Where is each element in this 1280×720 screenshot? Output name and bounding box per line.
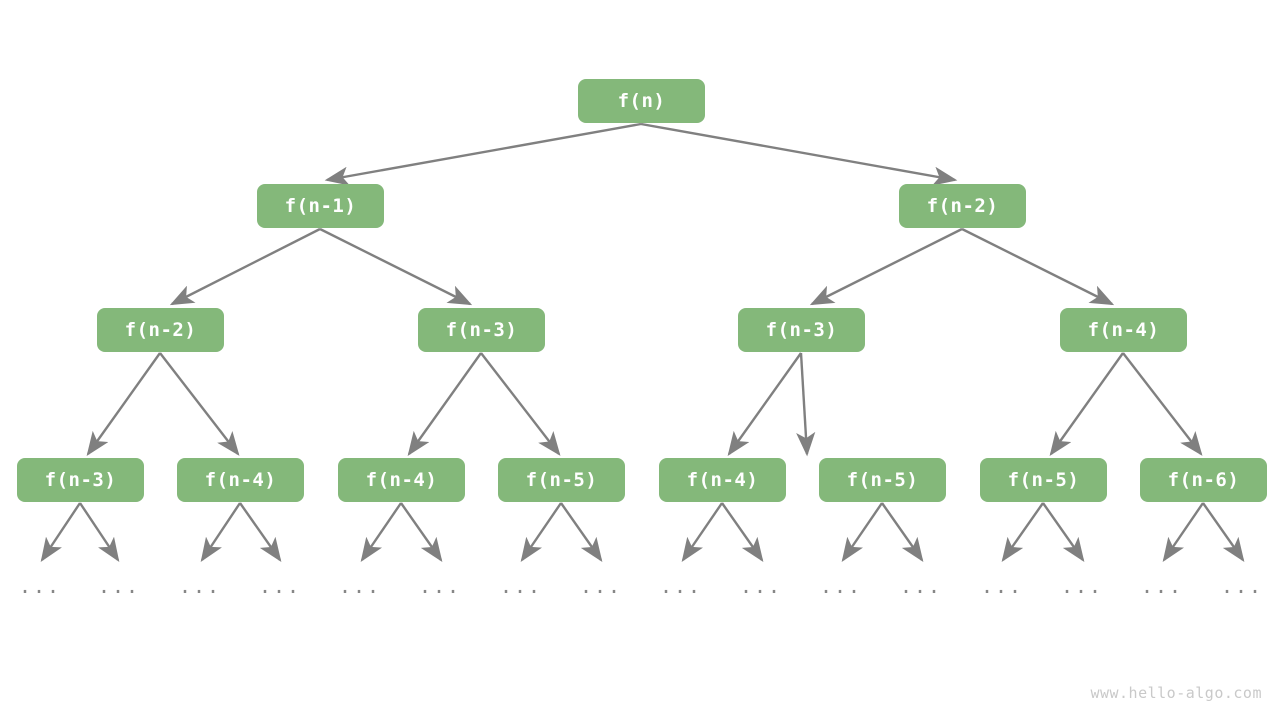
tree-edge — [159, 352, 240, 456]
tree-edge — [809, 227, 963, 306]
ellipsis-marker: ... — [1220, 574, 1264, 598]
ellipsis-marker: ... — [819, 574, 863, 598]
ellipsis-marker: ... — [258, 574, 302, 598]
ellipsis-marker: ... — [18, 574, 62, 598]
tree-node: f(n-3) — [17, 458, 144, 502]
tree-edge — [407, 352, 482, 456]
tree-edge — [1001, 502, 1044, 562]
ellipsis-marker: ... — [659, 574, 703, 598]
tree-edge — [40, 502, 81, 562]
tree-edge — [324, 122, 642, 186]
ellipsis-marker: ... — [499, 574, 543, 598]
ellipsis-marker: ... — [980, 574, 1024, 598]
tree-node: f(n-3) — [738, 308, 865, 352]
tree-edge — [796, 352, 816, 457]
ellipsis-marker: ... — [579, 574, 623, 598]
ellipsis-marker: ... — [1140, 574, 1184, 598]
tree-edge — [1122, 352, 1203, 456]
tree-node: f(n-2) — [899, 184, 1026, 228]
ellipsis-marker: ... — [418, 574, 462, 598]
tree-edge — [1202, 502, 1245, 562]
tree-edge — [681, 502, 723, 562]
tree-edge — [727, 352, 802, 456]
tree-node: f(n-1) — [257, 184, 384, 228]
tree-edge — [360, 502, 402, 562]
tree-edge — [319, 227, 473, 306]
tree-edge — [79, 502, 120, 562]
ellipsis-marker: ... — [97, 574, 141, 598]
tree-edge — [86, 352, 161, 456]
ellipsis-marker: ... — [1060, 574, 1104, 598]
tree-node: f(n-2) — [97, 308, 224, 352]
tree-edge — [1042, 502, 1085, 562]
tree-edge — [560, 502, 603, 562]
ellipsis-marker: ... — [739, 574, 783, 598]
tree-node: f(n-4) — [659, 458, 786, 502]
ellipsis-marker: ... — [338, 574, 382, 598]
tree-node: f(n-4) — [338, 458, 465, 502]
tree-edge — [239, 502, 282, 562]
tree-node: f(n-5) — [980, 458, 1107, 502]
tree-edge — [169, 227, 321, 306]
tree-node: f(n-4) — [1060, 308, 1187, 352]
tree-edge — [1049, 352, 1124, 456]
tree-node: f(n-4) — [177, 458, 304, 502]
tree-node: f(n) — [578, 79, 705, 123]
ellipsis-marker: ... — [899, 574, 943, 598]
tree-edge — [200, 502, 241, 562]
tree-node: f(n-3) — [418, 308, 545, 352]
tree-edge — [881, 502, 924, 562]
tree-edge — [721, 502, 764, 562]
tree-edge — [841, 502, 883, 562]
watermark-label: www.hello-algo.com — [1090, 684, 1262, 702]
tree-edge — [640, 122, 958, 186]
ellipsis-marker: ... — [178, 574, 222, 598]
tree-node: f(n-5) — [819, 458, 946, 502]
tree-edge — [1162, 502, 1204, 562]
tree-node: f(n-6) — [1140, 458, 1267, 502]
tree-edge — [400, 502, 443, 562]
tree-edge — [961, 227, 1115, 306]
tree-edge — [520, 502, 562, 562]
tree-node: f(n-5) — [498, 458, 625, 502]
tree-edge — [480, 352, 561, 456]
